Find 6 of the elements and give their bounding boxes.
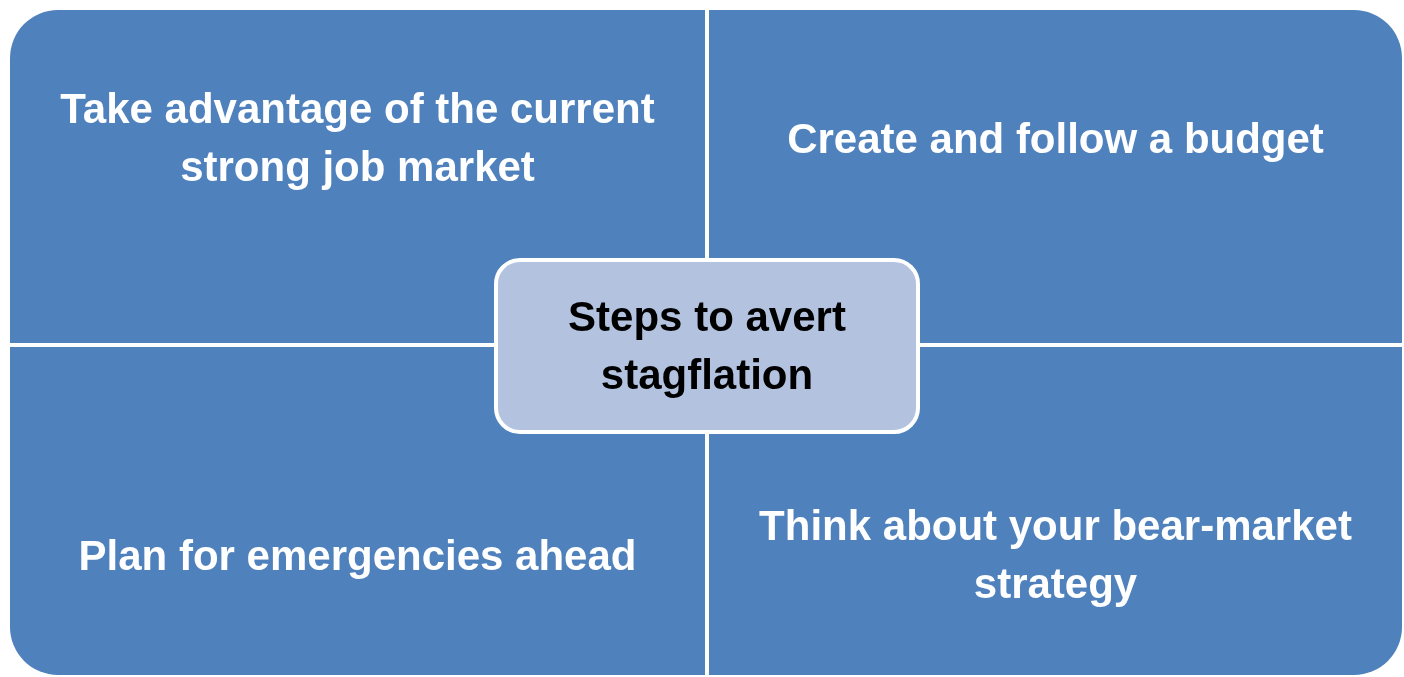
quadrant-text: Create and follow a budget (786, 114, 1325, 164)
center-title: Steps to avert stagflation (567, 292, 847, 400)
quadrant-text: Plan for emergencies ahead (77, 531, 638, 581)
quadrant-text: Take advantage of the current strong job market (59, 84, 656, 192)
quadrant-text: Think about your bear-market strategy (758, 501, 1353, 609)
center-box (494, 258, 920, 434)
